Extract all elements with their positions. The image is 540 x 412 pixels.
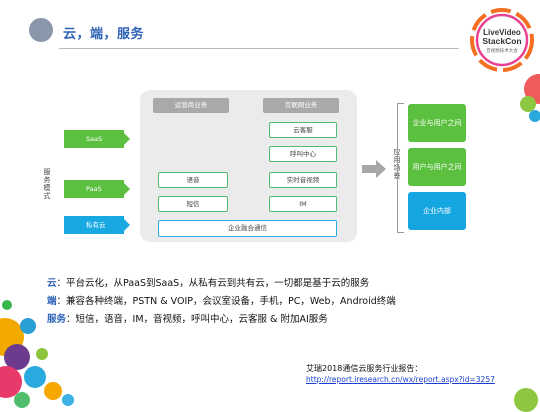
internet-item-cloud-cs: 云客服 — [269, 122, 337, 138]
livevideostackcon-logo: LiveVideo StackCon 音视频技术大会 — [470, 8, 534, 72]
decor-dot — [20, 318, 36, 334]
logo-line2: StackCon — [482, 36, 521, 46]
business-panel — [140, 90, 357, 242]
decor-dot — [0, 366, 22, 398]
reference-link[interactable]: http://report.iresearch.cn/wx/report.asp… — [306, 375, 495, 384]
decor-dot — [14, 392, 30, 408]
line-service: 服务：短信，语音，IM，音视频，呼叫中心，云客服 & 附加AI服务 — [47, 311, 328, 325]
line-endpoint-text: ：兼容各种终端，PSTN & VOIP，会议室设备，手机，PC，Web，Andr… — [56, 296, 396, 307]
decor-dot — [62, 394, 74, 406]
decor-dot — [36, 348, 48, 360]
decor-dot — [24, 366, 46, 388]
service-mode-label: 服务模式 — [43, 168, 51, 200]
line-service-text: ：短信，语音，IM，音视频，呼叫中心，云客服 & 附加AI服务 — [66, 314, 328, 325]
decor-dot — [44, 382, 62, 400]
enterprise-fusion-bar: 企业融合通信 — [158, 220, 337, 237]
arrow-tip-icon — [124, 133, 130, 145]
decor-dot — [529, 110, 540, 122]
scene-bracket — [397, 103, 404, 233]
mode-private-cloud: 私有云 — [64, 216, 130, 234]
arrow-tip-icon — [124, 219, 130, 231]
mode-saas-label: SaaS — [86, 135, 103, 143]
mode-private-cloud-label: 私有云 — [86, 221, 106, 229]
internet-item-im: IM — [269, 196, 337, 212]
logo-line1: LiveVideo — [483, 28, 521, 37]
page-title: 云，端，服务 — [63, 27, 145, 42]
line-service-key: 服务 — [47, 314, 67, 325]
internet-item-rtc: 实时音视频 — [269, 172, 337, 188]
mode-paas: PaaS — [64, 180, 130, 198]
decor-dot — [4, 344, 30, 370]
reference-label: 艾瑞2018通信云服务行业报告： — [306, 364, 423, 373]
right-arrow-icon — [362, 160, 386, 178]
internet-business-header: 互联网业务 — [263, 98, 339, 113]
line-cloud-text: ：平台云化，从PaaS到SaaS，从私有云到共有云，一切都是基于云的服务 — [56, 278, 370, 289]
title-divider — [59, 48, 459, 49]
line-endpoint: 端：兼容各种终端，PSTN & VOIP，会议室设备，手机，PC，Web，And… — [47, 293, 396, 307]
decor-dot — [520, 96, 536, 112]
operator-item-sms: 短信 — [158, 196, 228, 212]
title-bullet-icon — [29, 18, 53, 42]
scene-enterprise-user: 企业与用户之间 — [408, 104, 466, 142]
line-cloud-key: 云 — [47, 278, 57, 289]
decor-dot — [514, 388, 538, 412]
scene-enterprise-internal: 企业内部 — [408, 192, 466, 230]
scene-user-user: 用户与用户之间 — [408, 148, 466, 186]
operator-item-voice: 语音 — [158, 172, 228, 188]
operator-business-header: 运营商业务 — [153, 98, 229, 113]
mode-paas-label: PaaS — [86, 185, 102, 193]
mode-saas: SaaS — [64, 130, 130, 148]
logo-line3: 音视频技术大会 — [486, 47, 518, 54]
line-cloud: 云：平台云化，从PaaS到SaaS，从私有云到共有云，一切都是基于云的服务 — [47, 275, 369, 289]
decor-dot — [2, 300, 12, 310]
line-endpoint-key: 端 — [47, 296, 57, 307]
internet-item-call-center: 呼叫中心 — [269, 146, 337, 162]
arrow-tip-icon — [124, 183, 130, 195]
